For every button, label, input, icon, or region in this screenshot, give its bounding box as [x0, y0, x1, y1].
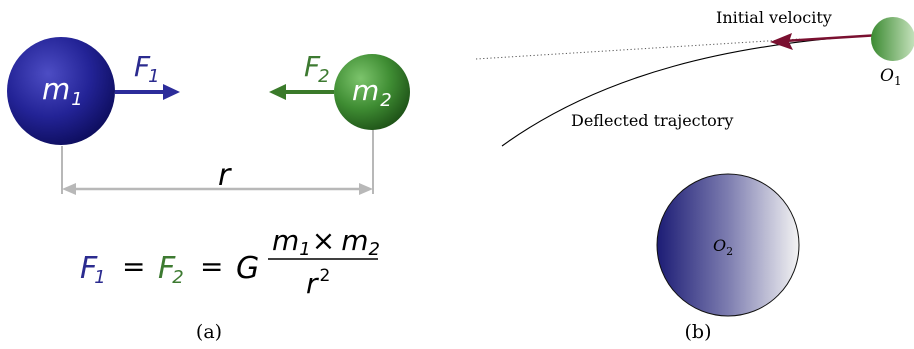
distance-indicator — [61, 128, 374, 195]
distance-arrowhead-right — [359, 183, 373, 195]
equation-constant: G — [236, 251, 259, 286]
mass-1-sphere — [7, 37, 115, 145]
equation-numerator: m1×m2 — [272, 224, 380, 260]
equation-f1: F1 — [80, 251, 106, 288]
mass-2-sphere — [334, 54, 410, 130]
equation-equals-2: = — [200, 250, 223, 283]
force-1-label: F1 — [134, 50, 160, 87]
equation-f2: F2 — [158, 251, 184, 288]
caption-a: (a) — [196, 321, 222, 343]
mass-1-label: m1 — [42, 72, 83, 110]
object-2-label: O2 — [713, 236, 733, 258]
force-2-arrow — [269, 84, 334, 100]
equation-equals-1: = — [122, 250, 145, 283]
distance-label: r — [218, 158, 232, 193]
distance-arrowhead-left — [62, 183, 76, 195]
object-1-sphere — [871, 17, 914, 61]
force-2-label: F2 — [304, 50, 330, 87]
deflected-trajectory-label: Deflected trajectory — [571, 111, 733, 130]
original-path-dotted — [475, 38, 801, 60]
object-2-sphere — [656, 173, 800, 317]
force-1-arrow — [115, 84, 180, 100]
mass-2-label: m2 — [352, 74, 392, 111]
caption-b: (b) — [685, 321, 712, 343]
initial-velocity-label: Initial velocity — [716, 8, 832, 27]
panel-b: O1 Initial velocity Deflected trajectory… — [475, 8, 914, 343]
object-1-label: O1 — [880, 66, 902, 88]
